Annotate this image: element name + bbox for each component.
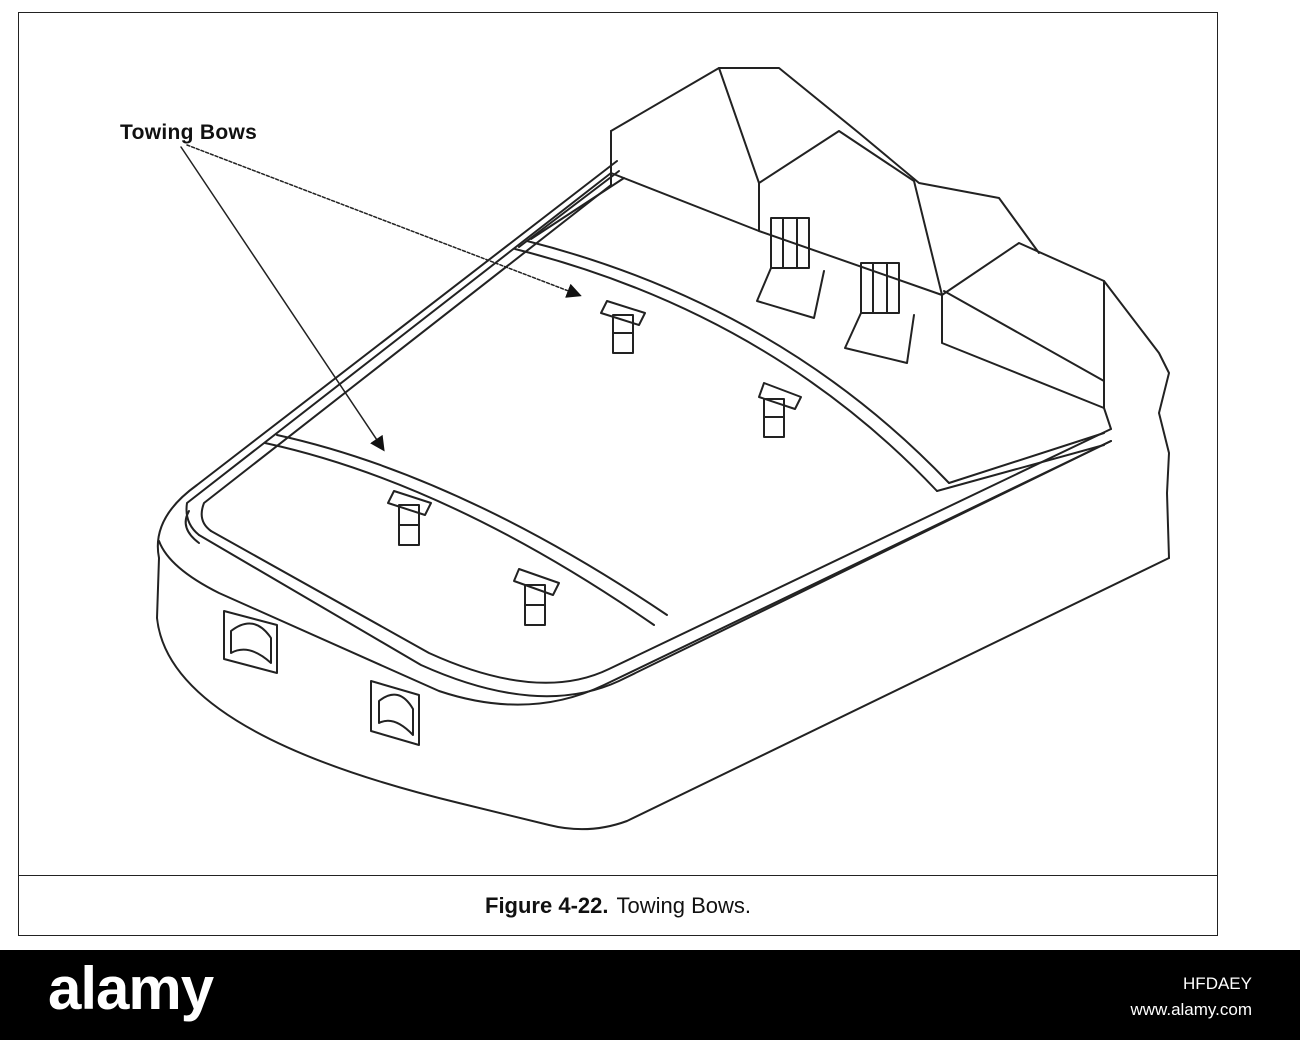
watermark-bar: alamy HFDAEY www.alamy.com [0,950,1300,1040]
vent-right [844,262,915,364]
hull-opening-1 [223,610,278,674]
watermark-logo: alamy [48,955,214,1022]
barge-illustration [156,67,1170,831]
figure-frame: Towing Bows Figure 4-22. Towing Bows. [18,12,1218,936]
deck-coaming [185,172,1112,698]
bitt-aft-1 [600,300,646,354]
hull-outline [156,160,1170,831]
caption-number: Figure 4-22. [485,893,609,918]
vent-left [756,217,825,319]
watermark-image-id: HFDAEY [1183,974,1252,993]
bitt-fwd-2 [513,568,560,626]
deckhouse [610,67,1170,559]
caption-text: Towing Bows. [616,893,751,918]
caption-divider [19,875,1217,876]
bitt-aft-2 [758,382,802,438]
figure-caption: Figure 4-22. Towing Bows. [19,893,1217,919]
cross-frames [264,170,1105,626]
hull-opening-2 [370,680,420,746]
bitt-fwd-1 [387,490,432,546]
watermark-site: www.alamy.com [1130,1000,1252,1019]
callout-label: Towing Bows [120,121,258,144]
callout-arrows [180,144,582,452]
